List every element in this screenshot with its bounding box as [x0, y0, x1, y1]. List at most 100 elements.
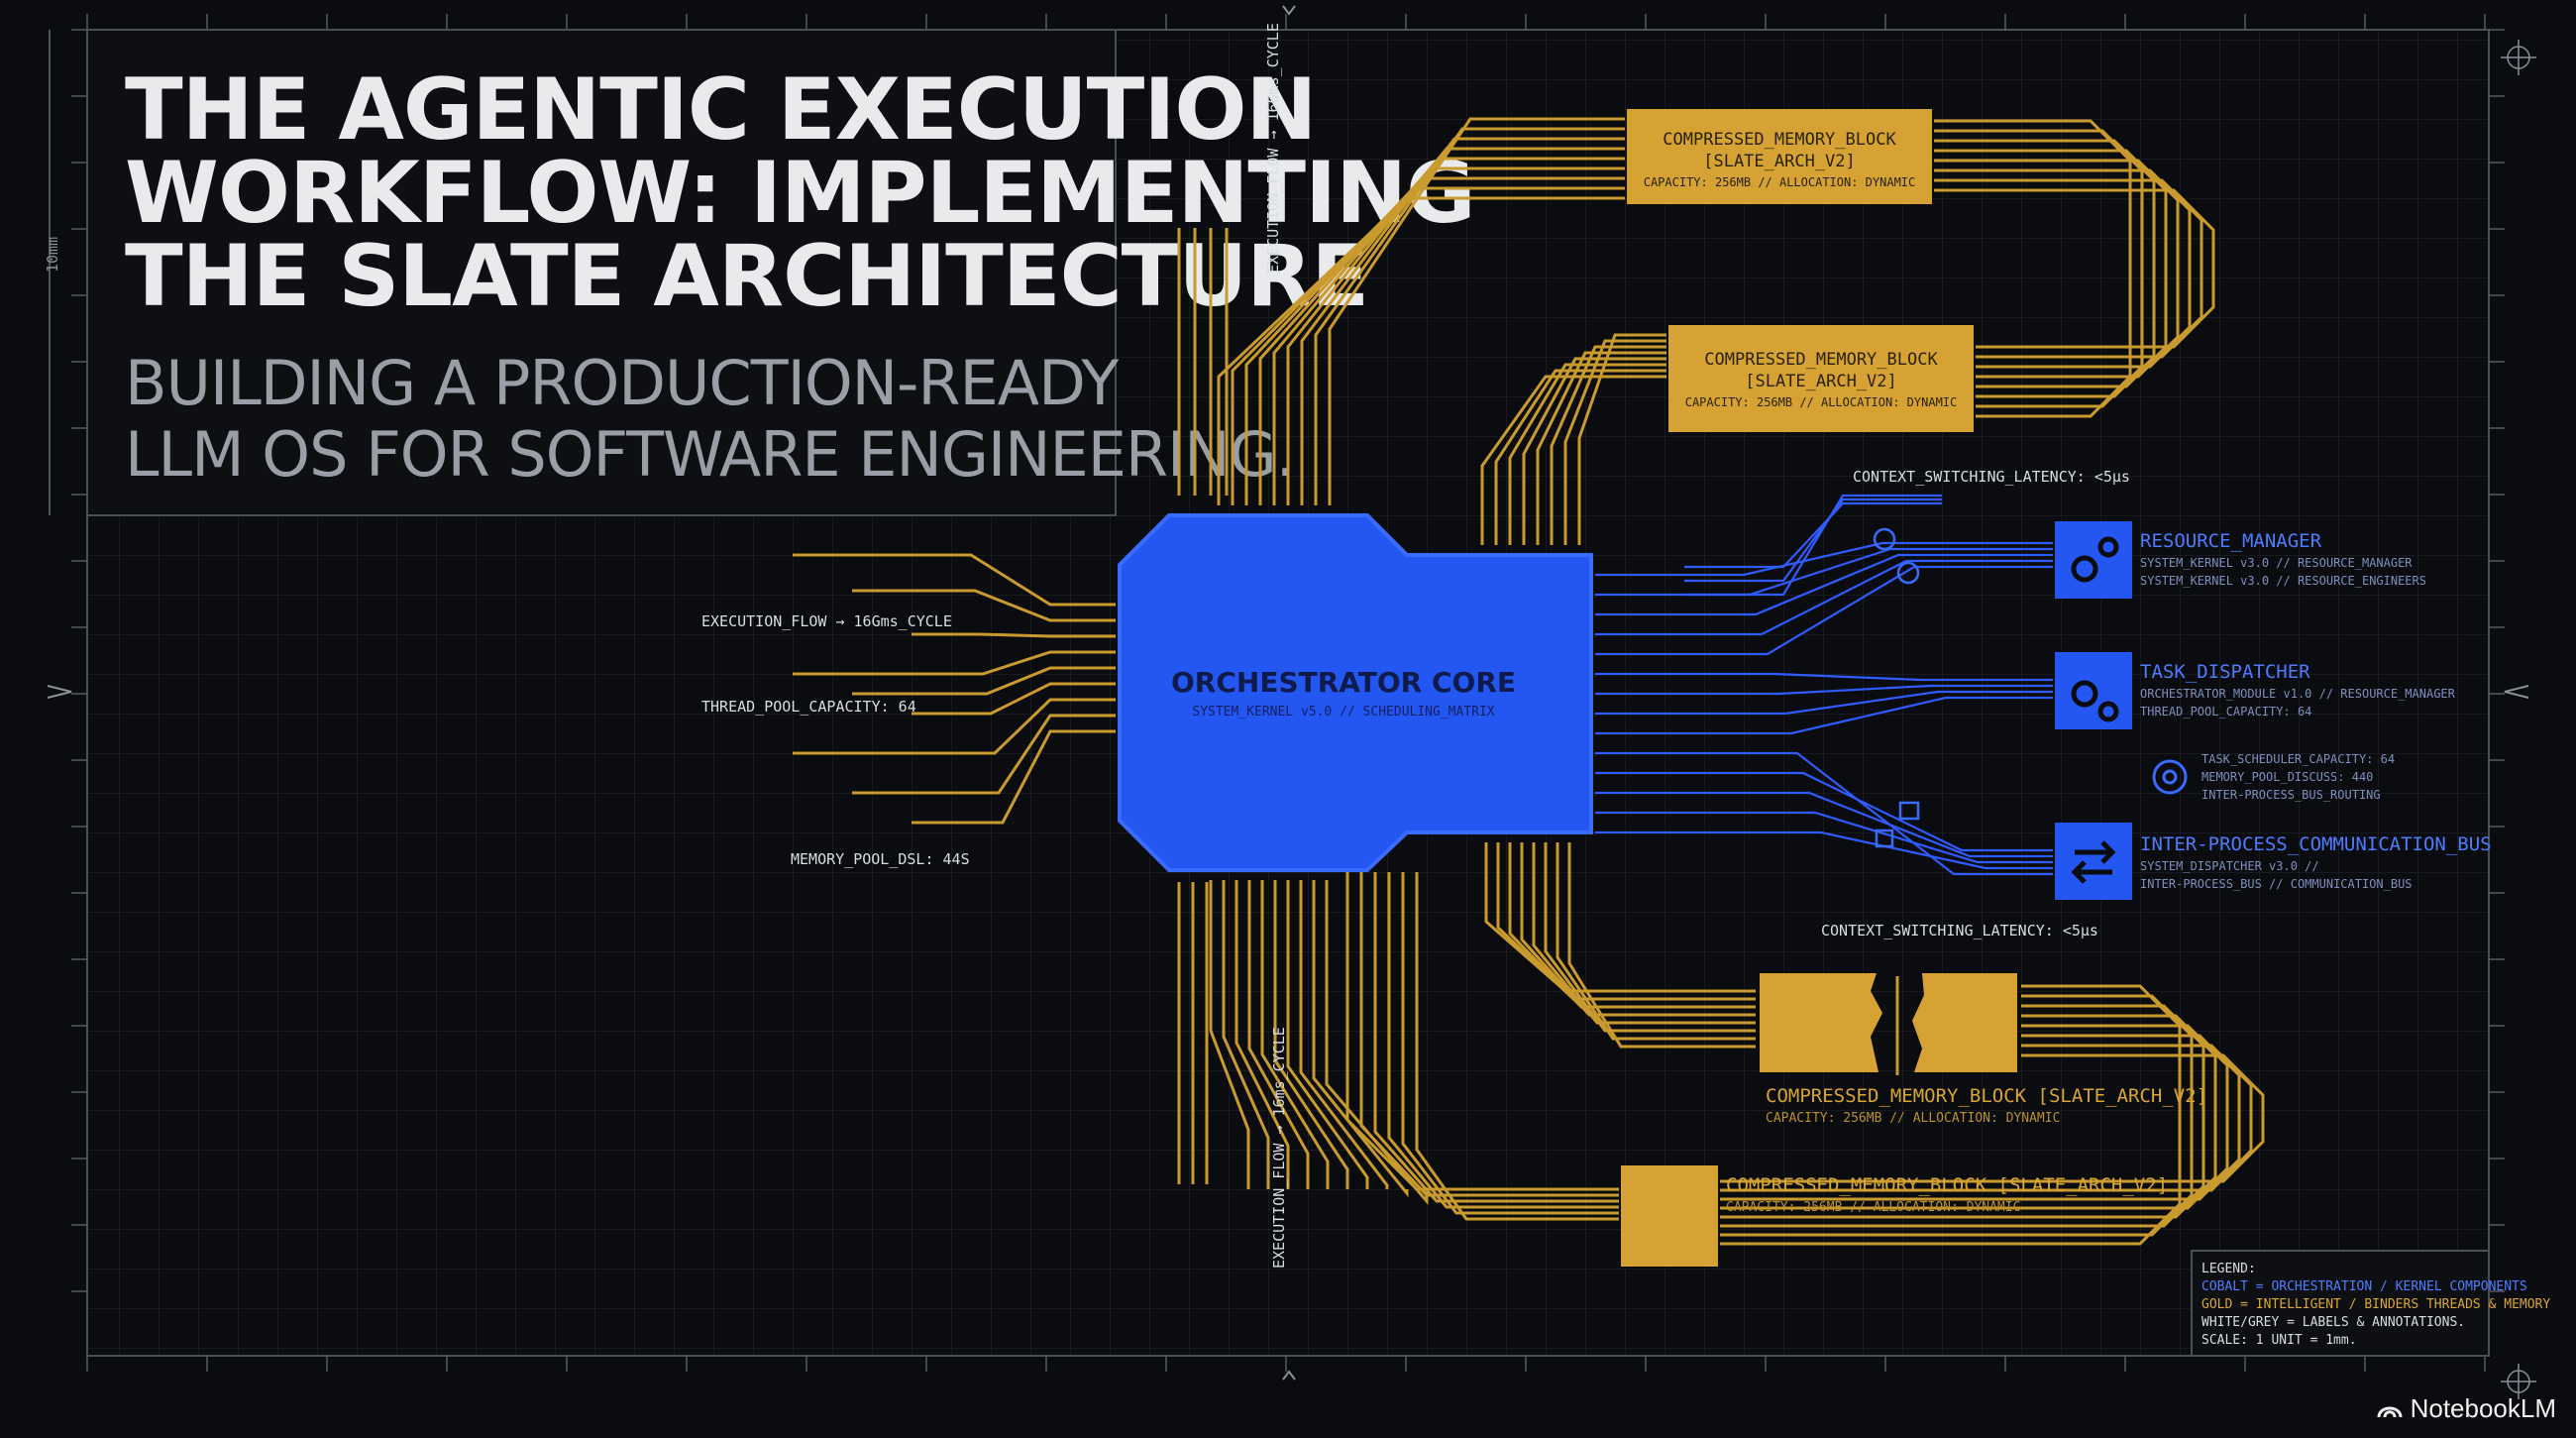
side-measure-label: 10mm: [44, 237, 61, 273]
trace-line: [1522, 357, 1666, 545]
component-3-sub1: SYSTEM_DISPATCHER v3.0 //: [2140, 859, 2319, 873]
left-label-1: EXECUTION_FLOW → 16Gms_CYCLE: [701, 612, 952, 630]
title-line-1: THE AGENTIC EXECUTION: [125, 60, 1316, 160]
trace-line: [1494, 369, 1666, 545]
trace-top-to-block1: [1177, 117, 1625, 505]
trace-line: [1934, 168, 2192, 369]
trace-line: [1532, 842, 1756, 1025]
core-title: ORCHESTRATOR CORE: [1171, 666, 1516, 699]
trace-line: [1934, 119, 2132, 418]
trace-line: [1720, 984, 2182, 1246]
left-label-2: THREAD_POOL_CAPACITY: 64: [701, 698, 916, 716]
trace-line: [1595, 751, 2053, 876]
trace-line: [1595, 541, 2053, 577]
component-2-sub2: THREAD_POOL_CAPACITY: 64: [2140, 705, 2311, 719]
trace-line: [1595, 547, 2053, 597]
trace-line: [1300, 137, 1625, 505]
trace-lower-right: [1345, 842, 2265, 1246]
trace-line: [1328, 117, 1625, 505]
trace-line: [1934, 149, 2168, 388]
bottom-arrow-icon: [1282, 1370, 1296, 1381]
trace-block2: [1480, 333, 1666, 545]
trace-line: [1401, 872, 1619, 1215]
trace-line: [912, 729, 1116, 825]
trace-line: [1272, 157, 1625, 505]
legend-item-1: COBALT = ORCHESTRATION / KERNEL COMPONEN…: [2201, 1279, 2527, 1294]
brand-badge: NotebookLM: [2377, 1393, 2556, 1424]
trace-line: [1299, 880, 1389, 1189]
vertical-label-top: EXECUTION_FLOW → 16Gms_CYCLE: [1264, 23, 1282, 274]
trace-line: [1720, 1053, 2265, 1183]
core-subtitle: SYSTEM_KERNEL v5.0 // SCHEDULING_MATRIX: [1192, 705, 1494, 719]
title-line-3: THE SLATE ARCHITECTURE: [125, 227, 1368, 326]
trace-line: [852, 589, 1116, 622]
left-arrow-icon: [47, 685, 72, 699]
cobalt-control-traces: [1595, 494, 2053, 876]
trace-line: [1934, 129, 2144, 408]
component-1-sub2: SYSTEM_KERNEL v3.0 // RESOURCE_ENGINEERS: [2140, 574, 2426, 588]
memory-block-2: [1668, 325, 1974, 432]
trace-line: [1595, 771, 2053, 852]
trace-line: [912, 682, 1116, 716]
trace-line: [1563, 339, 1666, 545]
trace-line: [1415, 872, 1619, 1221]
trace-line: [1934, 159, 2180, 379]
trace-line: [1567, 842, 1756, 1049]
trace-line: [1550, 345, 1666, 545]
gears-icon: [2071, 680, 2119, 722]
trace-line: [793, 698, 1116, 755]
trace-line: [1217, 196, 1625, 505]
trace-line: [1508, 842, 1756, 1009]
trace-line: [1373, 872, 1619, 1203]
trace-line: [1720, 1014, 2217, 1219]
trace-line: [1247, 880, 1310, 1189]
gears-icon: [2071, 536, 2119, 583]
memory-block-4-capacity: CAPACITY: 256MB // ALLOCATION: DYNAMIC: [1726, 1200, 2020, 1215]
memory-block-3-capacity: CAPACITY: 256MB // ALLOCATION: DYNAMIC: [1766, 1111, 2060, 1126]
floating-note-2: MEMORY_POOL_DISCUSS: 440: [2201, 770, 2373, 784]
trace-line: [1556, 842, 1756, 1041]
orchestrator-core-block: [1118, 513, 1593, 872]
memory-block-1-capacity: CAPACITY: 256MB // ALLOCATION: DYNAMIC: [1644, 175, 1916, 189]
node-icon: [1873, 527, 1896, 551]
legend-box: [2191, 1250, 2490, 1357]
trace-line: [852, 666, 1116, 696]
trace-line: [1577, 333, 1666, 545]
trace-line: [1312, 880, 1409, 1198]
component-1-sub1: SYSTEM_KERNEL v3.0 // RESOURCE_MANAGER: [2140, 556, 2413, 570]
trace-line: [1508, 363, 1666, 545]
memory-block-3-left: [1760, 973, 1882, 1072]
crosshair-icon: [2501, 40, 2536, 75]
brand-name: NotebookLM: [2410, 1393, 2556, 1423]
node-icon: [1875, 829, 1894, 848]
memory-block-1-arch: [SLATE_ARCH_V2]: [1703, 152, 1856, 171]
trace-line: [1520, 842, 1756, 1017]
trace-line: [1934, 139, 2156, 398]
trace-line: [1684, 501, 1942, 569]
trace-line: [1536, 351, 1666, 545]
trace-line: [1595, 684, 2053, 696]
trace-line: [1720, 1044, 2253, 1192]
memory-block-3-title: COMPRESSED_MEMORY_BLOCK [SLATE_ARCH_V2]: [1766, 1085, 2207, 1107]
trace-line: [1286, 880, 1369, 1189]
ruler-ticks: [71, 14, 2505, 1372]
trace-line: [1345, 872, 1619, 1191]
left-label-3: MEMORY_POOL_DSL: 44S: [791, 850, 970, 868]
component-ipc-bus: INTER-PROCESS_COMMUNICATION_BUS SYSTEM_D…: [2055, 823, 2492, 900]
trace-line: [852, 714, 1116, 795]
trace-line: [1544, 842, 1756, 1033]
memory-block-1-title: COMPRESSED_MEMORY_BLOCK: [1663, 130, 1896, 150]
component-2-name: TASK_DISPATCHER: [2140, 661, 2310, 683]
memory-block-1: [1627, 109, 1932, 204]
component-3-name: INTER-PROCESS_COMMUNICATION_BUS: [2140, 833, 2492, 855]
trace-line: [1484, 842, 1756, 993]
trace-line: [1934, 178, 2203, 359]
crosshair-icon: [2501, 1364, 2536, 1399]
memory-block-4-title: COMPRESSED_MEMORY_BLOCK [SLATE_ARCH_V2]: [1726, 1174, 2168, 1196]
latency-label-top: CONTEXT_SWITCHING_LATENCY: <5μs: [1853, 468, 2130, 486]
trace-line: [1595, 559, 2053, 636]
title-panel: [86, 29, 1117, 516]
trace-line: [1209, 880, 1250, 1189]
trace-line: [1595, 791, 2053, 858]
trace-line: [1595, 811, 2053, 864]
